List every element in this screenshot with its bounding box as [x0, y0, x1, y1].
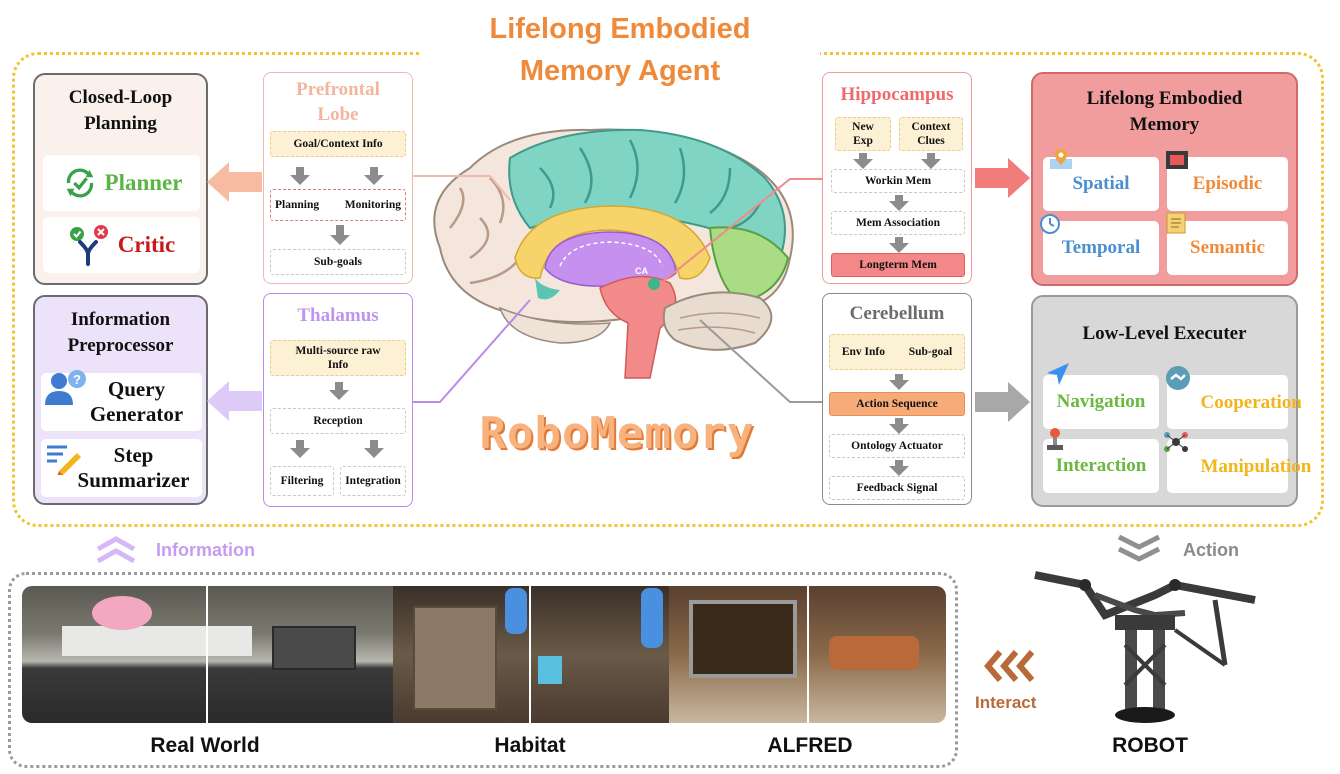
- diagram-title: Lifelong Embodied Memory Agent: [489, 13, 751, 87]
- planning-arrow: [207, 162, 262, 202]
- brain-illustration: CA: [433, 128, 794, 379]
- brain-ca-label: CA: [635, 266, 648, 276]
- prefrontal-title: Prefrontal Lobe: [296, 79, 380, 125]
- svg-text:?: ?: [73, 372, 81, 387]
- interact-label: Interact: [975, 693, 1037, 712]
- cooperation-card: Cooperation: [1166, 366, 1302, 429]
- temporal-label: Temporal: [1061, 237, 1141, 258]
- planner-card: Planner: [43, 155, 200, 211]
- prefrontal-goal: Goal/Context Info: [270, 131, 406, 157]
- check-cycle-icon: [66, 168, 93, 198]
- robot-label: ROBOT: [1112, 734, 1188, 757]
- cerebellum-box: Cerebellum Env Info Sub-goal Action Sequ…: [822, 293, 972, 505]
- env-label-alfred: ALFRED: [767, 734, 853, 757]
- cerebellum-sub-goal: Sub-goal: [908, 346, 953, 358]
- hippocampus-context-clues: Context Clues: [899, 117, 963, 151]
- planning-panel: Closed-Loop Planning Planner Critic: [33, 73, 208, 285]
- navigation-label: Navigation: [1056, 391, 1146, 412]
- prefrontal-planning: Planning: [275, 199, 320, 211]
- cerebellum-ontology: Ontology Actuator: [829, 434, 965, 458]
- spatial-card: Spatial: [1043, 149, 1159, 211]
- semantic-card: Semantic: [1166, 212, 1288, 275]
- clock-icon: [1040, 214, 1060, 234]
- user-question-icon: ?: [45, 370, 86, 405]
- real-world-image: [22, 586, 394, 723]
- step-summarizer-label: Step Summarizer: [77, 443, 190, 492]
- information-chevrons-icon: [96, 536, 136, 564]
- critic-label: Critic: [117, 232, 176, 257]
- book-icon: [1166, 212, 1186, 234]
- cerebellum-env-info: Env Info: [841, 346, 885, 358]
- cooperation-label: Cooperation: [1200, 391, 1302, 413]
- interact-chevrons-icon: [984, 650, 1035, 682]
- memory-panel-title: Lifelong Embodied Memory: [1086, 88, 1243, 135]
- executer-panel: Low-Level Executer Navigation Cooperatio…: [1031, 295, 1312, 507]
- episodic-card: Episodic: [1166, 151, 1288, 211]
- handshake-icon: [1166, 366, 1190, 390]
- thalamus-title: Thalamus: [297, 305, 379, 326]
- episodic-label: Episodic: [1192, 173, 1263, 194]
- planner-label: Planner: [104, 170, 183, 195]
- cerebellum-env-sub: Env Info Sub-goal: [829, 334, 965, 370]
- query-generator-label: Query Generator: [89, 377, 184, 426]
- map-pin-icon: [1050, 149, 1072, 169]
- thalamus-box: Thalamus Multi-source raw Info Reception…: [263, 293, 413, 507]
- planning-panel-title: Closed-Loop Planning: [68, 87, 173, 134]
- action-chevrons-icon: [1117, 534, 1161, 562]
- thalamus-reception: Reception: [270, 408, 406, 434]
- navigation-card: Navigation: [1043, 363, 1159, 429]
- environments-box: [8, 572, 958, 768]
- branch-check-cross-icon: [69, 225, 108, 266]
- network-icon: [1164, 432, 1188, 452]
- memory-panel: Lifelong Embodied Memory Spatial Episodi…: [1031, 72, 1298, 286]
- info-panel-title: Information Preprocessor: [67, 309, 174, 356]
- cerebellum-action-seq: Action Sequence: [829, 392, 965, 416]
- prefrontal-box: Prefrontal Lobe Goal/Context Info Planni…: [263, 72, 413, 284]
- prefrontal-subgoals: Sub-goals: [270, 249, 406, 275]
- joystick-icon: [1047, 428, 1063, 450]
- nav-arrow-icon: [1047, 363, 1069, 385]
- interaction-label: Interaction: [1055, 455, 1147, 476]
- temporal-card: Temporal: [1040, 214, 1159, 275]
- executer-panel-title: Low-Level Executer: [1082, 323, 1247, 344]
- hippocampus-title: Hippocampus: [840, 84, 954, 105]
- prefrontal-monitoring: Monitoring: [344, 199, 401, 211]
- thalamus-multi: Multi-source raw Info: [270, 340, 406, 376]
- query-generator-card: ? Query Generator: [41, 370, 202, 431]
- manipulation-card: Manipulation: [1164, 432, 1312, 493]
- habitat-image: [393, 586, 669, 723]
- step-summarizer-card: Step Summarizer: [41, 439, 202, 497]
- film-icon: [1166, 151, 1188, 169]
- action-label: Action: [1183, 540, 1239, 560]
- information-label: Information: [156, 540, 255, 560]
- hippocampus-new-exp: New Exp: [835, 117, 891, 151]
- brand-logo: RoboMemory: [479, 408, 755, 459]
- robot-illustration: [1034, 571, 1256, 723]
- thalamus-filtering: Filtering: [270, 466, 334, 496]
- prefrontal-planning-monitoring: Planning Monitoring: [270, 189, 406, 221]
- hippocampus-longterm: Longterm Mem: [831, 253, 965, 277]
- env-label-real-world: Real World: [150, 734, 260, 757]
- alfred-image: [669, 586, 946, 723]
- manipulation-label: Manipulation: [1200, 455, 1312, 477]
- hippocampus-box: Hippocampus New Exp Context Clues Workin…: [822, 72, 972, 284]
- hippocampus-association: Mem Association: [831, 211, 965, 235]
- critic-card: Critic: [43, 217, 200, 273]
- info-panel: Information Preprocessor ? Query Generat…: [33, 295, 208, 505]
- executer-arrow: [975, 382, 1030, 422]
- spatial-label: Spatial: [1072, 173, 1130, 194]
- cerebellum-feedback: Feedback Signal: [829, 476, 965, 500]
- notes-pencil-icon: [47, 445, 81, 475]
- cerebellum-title: Cerebellum: [849, 303, 945, 324]
- thalamus-integration: Integration: [340, 466, 406, 496]
- semantic-label: Semantic: [1190, 237, 1265, 258]
- memory-arrow: [975, 158, 1030, 198]
- env-label-habitat: Habitat: [494, 734, 566, 757]
- interaction-card: Interaction: [1043, 428, 1159, 493]
- info-arrow: [207, 381, 262, 421]
- title-mask: [420, 44, 820, 64]
- hippocampus-working: Workin Mem: [831, 169, 965, 193]
